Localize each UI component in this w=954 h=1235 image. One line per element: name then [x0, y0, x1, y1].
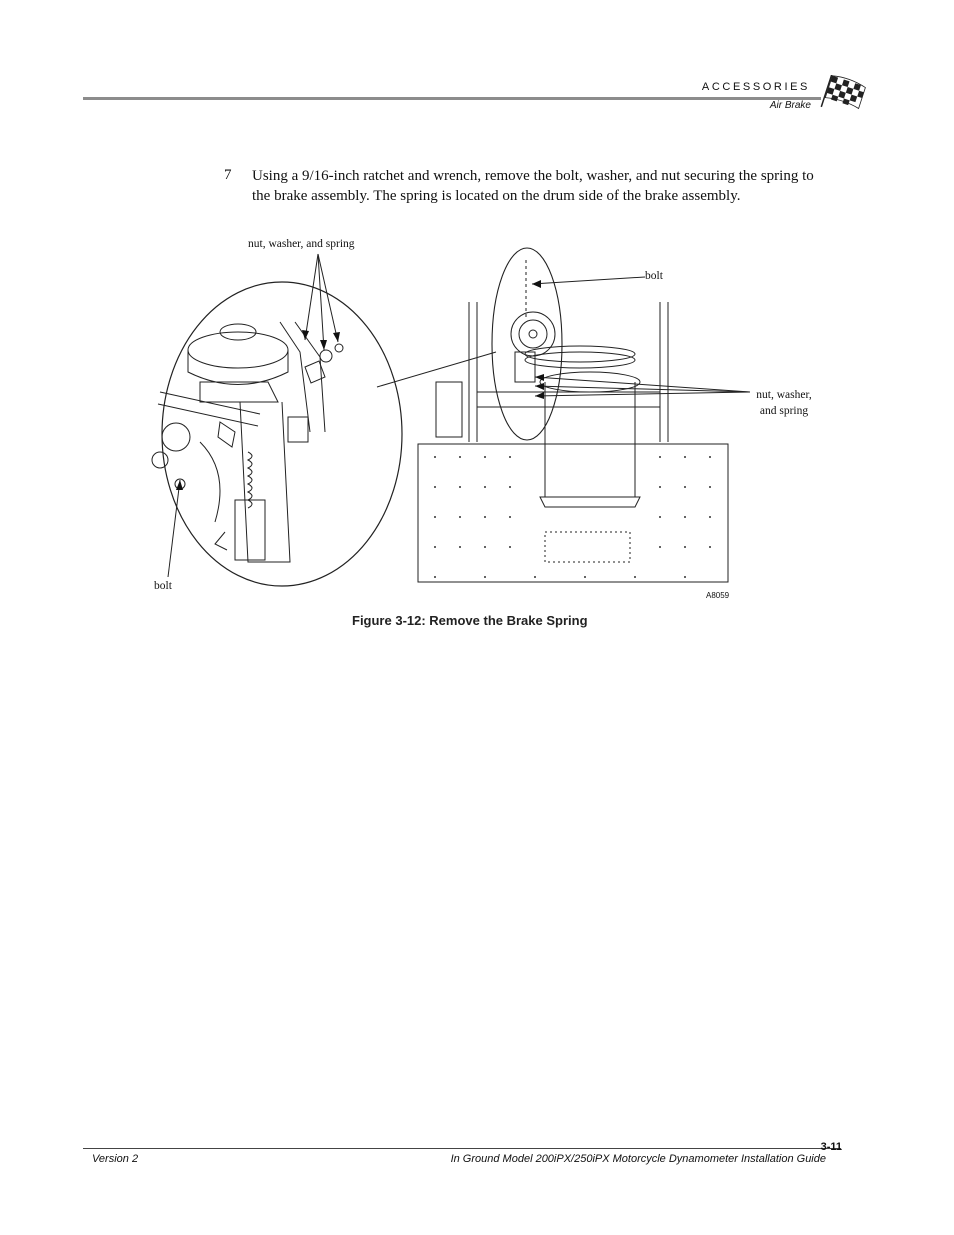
header-rule — [83, 97, 821, 100]
section-title: ACCESSORIES — [701, 81, 810, 93]
page-number: 3-11 — [820, 1141, 842, 1153]
step-text: Using a 9/16-inch ratchet and wrench, re… — [252, 168, 814, 204]
drawing-id: A8059 — [706, 591, 730, 600]
footer-rule — [83, 1148, 841, 1149]
label-bolt-top: bolt — [645, 270, 663, 282]
step-number: 7 — [224, 167, 232, 183]
brake-assembly-illustration — [151, 247, 751, 587]
label-bolt-bottom: bolt — [154, 580, 172, 592]
label-nut-washer-spring-top: nut, washer, and spring — [248, 238, 355, 250]
figure: nut, washer, and spring bolt nut, washer… — [140, 232, 840, 610]
label-nut-washer-spring-right: nut, washer, and spring — [756, 389, 812, 417]
footer-title: In Ground Model 200iPX/250iPX Motorcycle… — [450, 1153, 826, 1165]
figure-caption: Figure 3-12: Remove the Brake Spring — [352, 613, 588, 628]
checkered-flag-icon — [820, 75, 866, 110]
section-subtitle: Air Brake — [769, 100, 811, 111]
footer-version: Version 2 — [92, 1153, 139, 1165]
